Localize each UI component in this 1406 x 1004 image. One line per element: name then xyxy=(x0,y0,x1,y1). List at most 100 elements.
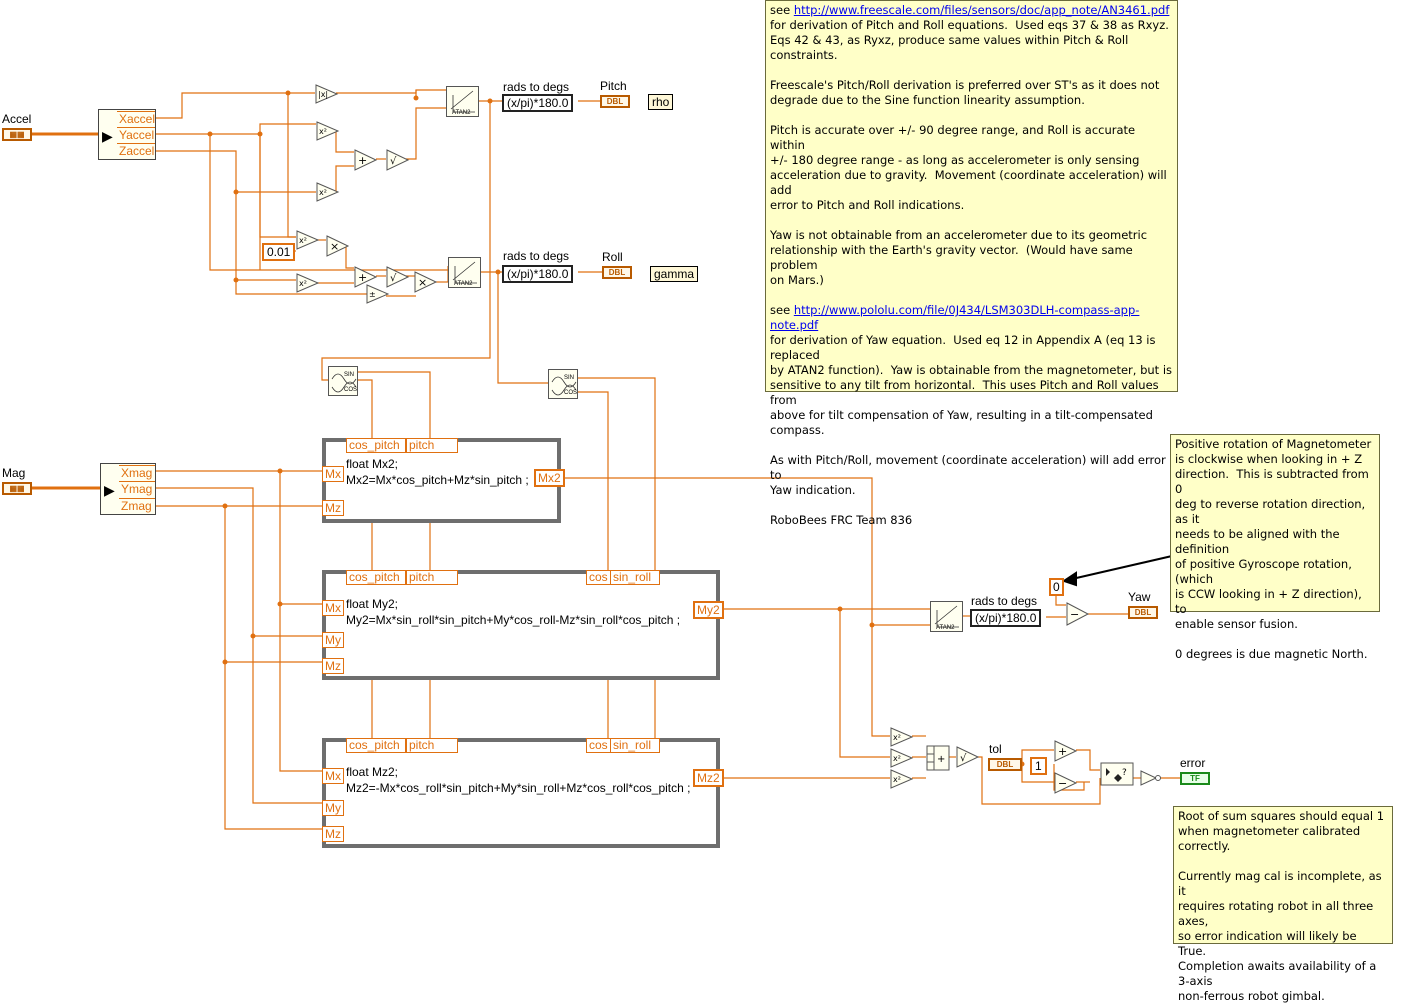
sqrt-rss-icon: √ xyxy=(956,746,980,768)
sqrt-roll-icon: √ xyxy=(386,266,410,288)
fnode1-top-cos-pitch: cos_pitch xyxy=(346,438,406,453)
fnode1-code[interactable]: float Mx2; Mx2=Mx*cos_pitch+Mz*sin_pitch… xyxy=(346,456,529,488)
yaw-indicator[interactable]: DBL xyxy=(1128,606,1158,619)
fnode2-top-sin-roll: sin_roll xyxy=(610,570,660,585)
subtract-tol-icon: − xyxy=(1054,772,1078,794)
fnode3-output-mz2: Mz2 xyxy=(693,769,724,787)
yaw-indicator-label: Yaw xyxy=(1128,590,1151,604)
formula-node-mz2[interactable]: cos_pitch pitch cos sin_roll Mx My Mz fl… xyxy=(322,738,720,848)
error-indicator[interactable]: TF xyxy=(1180,772,1210,785)
error-indicator-label: error xyxy=(1180,756,1206,770)
add-roll-icon: + xyxy=(354,266,378,288)
unbundle-zmag: Zmag xyxy=(119,498,155,514)
roll-rads-label: rads to degs xyxy=(503,249,570,263)
multiply-roll-icon: × xyxy=(414,271,438,293)
fnode1-code-line2: Mx2=Mx*cos_pitch+Mz*sin_pitch ; xyxy=(346,473,529,487)
sin-roll-tag: SIN xyxy=(564,375,575,381)
roll-expression-node[interactable]: (x/pi)*180.0 xyxy=(502,265,574,283)
note-paragraph-2: for derivation of Yaw equation. Used eq … xyxy=(770,333,1173,527)
sin-tag: SIN xyxy=(344,372,355,378)
accel-control-label: Accel xyxy=(2,112,32,126)
fnode1-output-mx2: Mx2 xyxy=(534,469,565,487)
accel-cluster-control[interactable]: ▦▦ xyxy=(2,128,32,141)
square-y-icon: x² xyxy=(316,121,340,141)
mag-control-label: Mag xyxy=(2,466,26,480)
freescale-link[interactable]: http://www.freescale.com/files/sensors/d… xyxy=(793,3,1170,17)
svg-text:|x|: |x| xyxy=(318,90,328,99)
fnode2-input-my: My xyxy=(322,632,344,648)
subtract-icon: − xyxy=(1066,602,1090,626)
abs-function-icon: |x| xyxy=(315,84,339,104)
atan2-yaw-tag: ATAN2 xyxy=(936,625,955,631)
roll-indicator[interactable]: DBL xyxy=(602,266,632,279)
svg-text:+: + xyxy=(358,271,367,284)
svg-text:x²: x² xyxy=(893,733,901,742)
one-constant[interactable]: 1 xyxy=(1030,757,1047,775)
yaw-offset-constant[interactable]: 0 xyxy=(1049,578,1064,596)
sqrt-icon: √ xyxy=(386,149,410,171)
fnode3-code[interactable]: float Mz2; Mz2=-Mx*cos_roll*sin_pitch+My… xyxy=(346,764,690,796)
fnode2-code-line1: float My2; xyxy=(346,597,399,611)
unbundle-mag-arrow-icon: ▶ xyxy=(104,482,115,498)
svg-text:√: √ xyxy=(960,753,967,764)
fnode2-input-mx: Mx xyxy=(322,600,344,616)
atan2-roll-tag: ATAN2 xyxy=(454,281,473,287)
pitch-expression-node[interactable]: (x/pi)*180.0 xyxy=(502,94,574,112)
svg-text:?: ? xyxy=(1122,768,1127,778)
add-tol-icon: + xyxy=(1054,740,1078,762)
square-mx2-icon: x² xyxy=(890,727,914,747)
pitch-rads-label: rads to degs xyxy=(503,80,570,94)
fnode3-code-line2: Mz2=-Mx*cos_roll*sin_pitch+My*sin_roll+M… xyxy=(346,781,691,795)
svg-text:x²: x² xyxy=(299,236,307,245)
sincos-roll-node: SIN COS xyxy=(548,369,578,399)
pitch-indicator[interactable]: DBL xyxy=(600,95,630,108)
atan2-roll-node: ATAN2 xyxy=(448,257,481,288)
fnode3-input-my: My xyxy=(322,800,344,816)
unbundle-arrow-icon: ▶ xyxy=(102,128,113,144)
yaw-rads-label: rads to degs xyxy=(971,594,1038,608)
add-icon: + xyxy=(354,149,378,171)
note-paragraph-1: for derivation of Pitch and Roll equatio… xyxy=(770,18,1169,287)
fnode3-code-line1: float Mz2; xyxy=(346,765,399,779)
svg-text:x²: x² xyxy=(299,279,307,288)
fnode3-input-mz: Mz xyxy=(322,826,344,842)
sign-icon: ± xyxy=(366,284,390,304)
fnode3-top-pitch: pitch xyxy=(406,738,458,753)
tol-control[interactable]: DBL xyxy=(988,758,1022,771)
svg-text:+: + xyxy=(1058,745,1067,758)
fnode2-top-pitch: pitch xyxy=(406,570,458,585)
cos-roll-tag: COS xyxy=(564,390,578,396)
roll-string-gamma: gamma xyxy=(650,266,699,282)
compound-add-icon: + xyxy=(926,745,950,771)
unbundle-yaccel: Yaccel xyxy=(117,127,155,142)
fnode1-code-line1: float Mx2; xyxy=(346,457,399,471)
mag-cluster-control[interactable]: ▦▦ xyxy=(2,482,32,495)
atan2-pitch-tag: ATAN2 xyxy=(452,110,471,116)
svg-text:−: − xyxy=(1058,777,1067,790)
square-my2-icon: x² xyxy=(890,748,914,768)
svg-text:x²: x² xyxy=(319,127,327,136)
svg-text:√: √ xyxy=(390,156,397,167)
cos-tag: COS xyxy=(344,387,358,393)
roll-indicator-label: Roll xyxy=(602,250,623,264)
tolerance-constant[interactable]: 0.01 xyxy=(262,243,296,261)
derivation-note: see http://www.freescale.com/files/senso… xyxy=(765,0,1178,527)
yaw-expression-node[interactable]: (x/pi)*180.0 xyxy=(970,609,1042,627)
in-range-compare-icon: ? xyxy=(1100,762,1134,786)
fnode1-top-pitch: pitch xyxy=(406,438,458,453)
formula-node-my2[interactable]: cos_pitch pitch cos sin_roll Mx My Mz fl… xyxy=(322,570,720,680)
unbundle-xmag: Xmag xyxy=(119,465,155,481)
formula-node-mx2[interactable]: cos_pitch pitch Mx Mz float Mx2; Mx2=Mx*… xyxy=(322,438,561,523)
fnode2-input-mz: Mz xyxy=(322,658,344,674)
fnode2-output-my2: My2 xyxy=(693,601,724,619)
fnode2-code-line2: My2=Mx*sin_roll*sin_pitch+My*cos_roll-Mz… xyxy=(346,613,681,627)
fnode2-code[interactable]: float My2; My2=Mx*sin_roll*sin_pitch+My*… xyxy=(346,596,680,628)
unbundle-xaccel: Xaccel xyxy=(117,111,156,126)
fnode3-top-sin-roll: sin_roll xyxy=(610,738,660,753)
svg-text:x²: x² xyxy=(319,188,327,197)
svg-text:x²: x² xyxy=(893,775,901,784)
unbundle-zaccel: Zaccel xyxy=(117,143,155,158)
pololu-link[interactable]: http://www.pololu.com/file/0J434/LSM303D… xyxy=(770,303,1140,332)
not-icon xyxy=(1140,770,1161,786)
fnode1-input-mx: Mx xyxy=(322,466,344,482)
